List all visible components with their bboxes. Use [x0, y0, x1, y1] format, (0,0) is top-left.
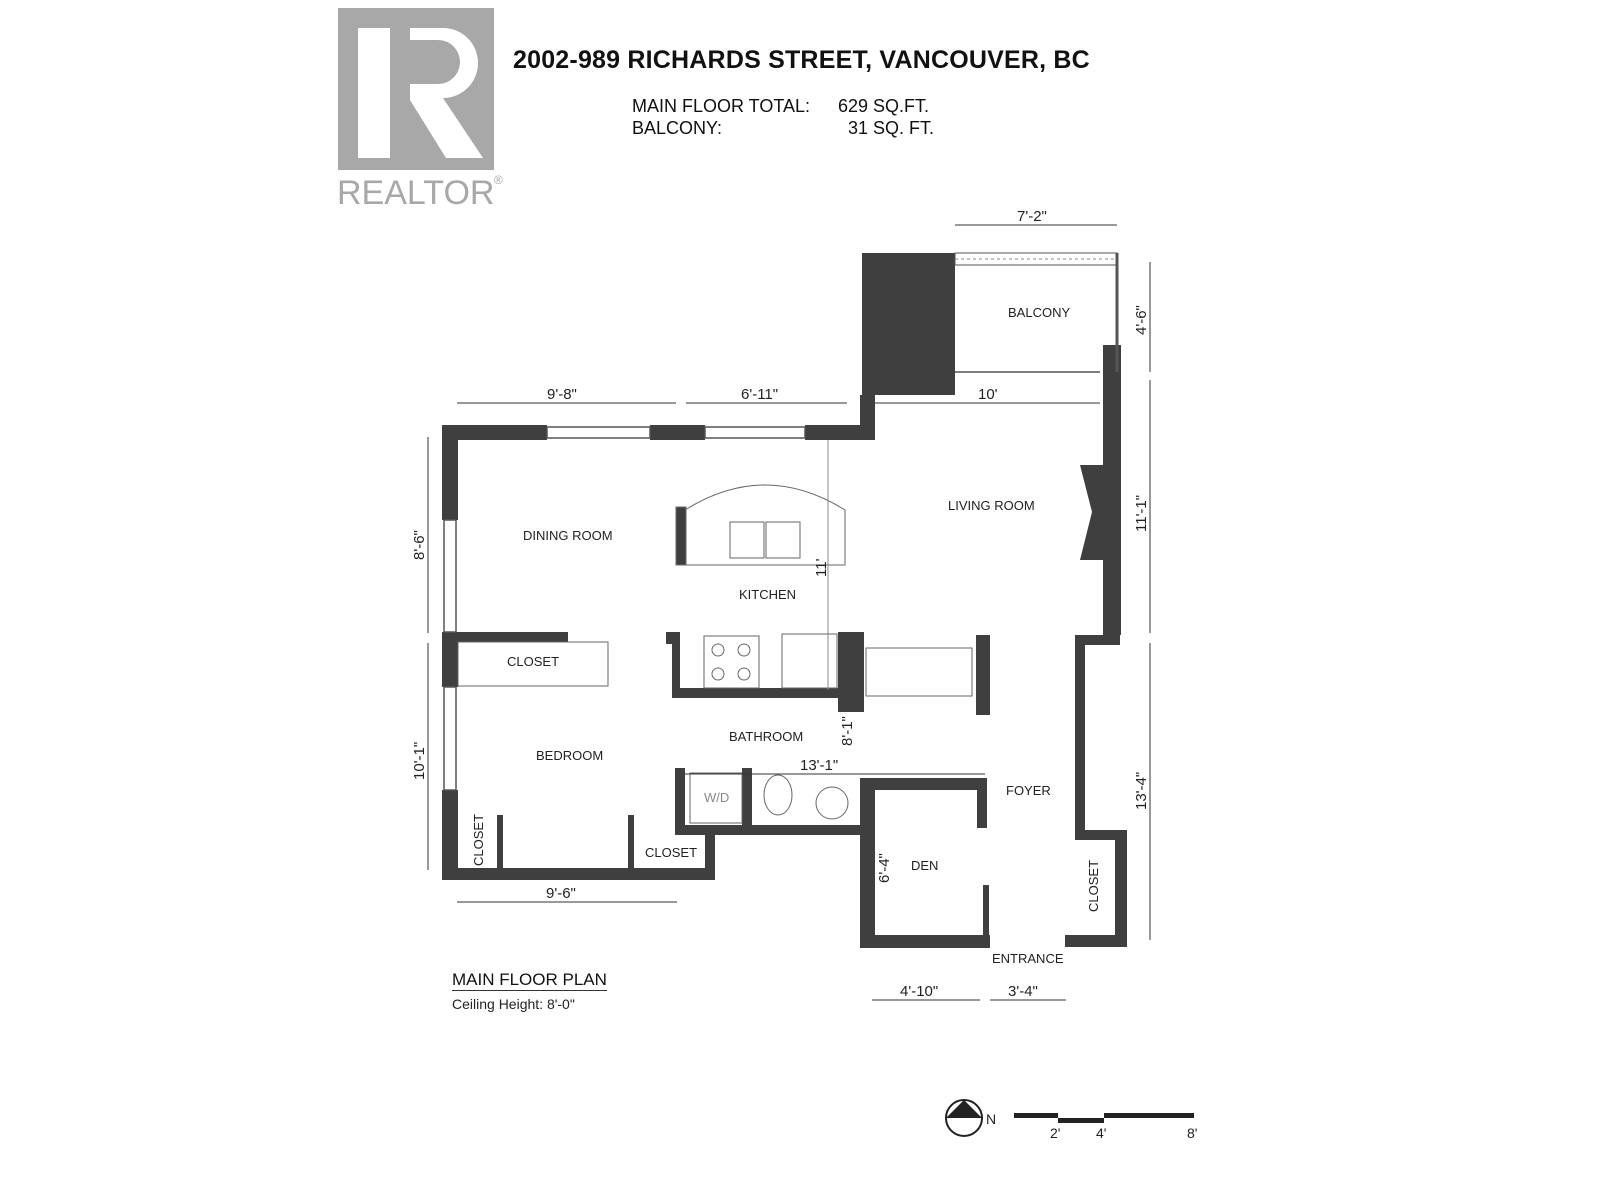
north-arrow-icon	[945, 1099, 983, 1137]
scale-tick-8: 8'	[1187, 1125, 1197, 1141]
property-address-title: 2002-989 RICHARDS STREET, VANCOUVER, BC	[513, 46, 1090, 74]
dim-balcony-depth: 4'-6"	[1133, 305, 1150, 335]
room-closet-bottom: CLOSET	[645, 845, 697, 860]
room-entrance: ENTRANCE	[992, 951, 1064, 966]
room-kitchen: KITCHEN	[739, 587, 796, 602]
room-dining: DINING ROOM	[523, 528, 613, 543]
room-foyer: FOYER	[1006, 783, 1051, 798]
dim-kitchen-depth: 11'	[813, 558, 830, 577]
dim-kitchen-top: 6'-11"	[741, 386, 778, 403]
dim-entry-width: 3'-4"	[1008, 983, 1038, 1000]
dim-foyer-depth: 13'-4"	[1133, 772, 1150, 810]
balcony-area-value: 31 SQ. FT.	[848, 118, 935, 138]
dim-bedroom-depth: 10'-1"	[411, 742, 428, 780]
realtor-logo-mark: REALTOR ®	[337, 8, 503, 212]
scale-tick-4: 4'	[1096, 1125, 1106, 1141]
main-floor-total-label: MAIN FLOOR TOTAL:	[632, 96, 811, 116]
room-bathroom: BATHROOM	[729, 729, 803, 744]
room-wd: W/D	[704, 790, 729, 805]
dim-living-depth: 11'-1"	[1133, 495, 1150, 532]
realtor-logo: REALTOR ®	[337, 8, 510, 212]
dimension-lines	[427, 224, 1151, 1001]
closet-outline	[457, 641, 609, 687]
scale-tick-2: 2'	[1050, 1125, 1060, 1141]
dim-dining-top: 9'-8"	[547, 386, 577, 403]
windows	[443, 371, 1100, 791]
scale-bar	[1014, 1113, 1194, 1123]
dim-bath-width: 13'-1"	[800, 757, 838, 774]
north-label: N	[986, 1111, 996, 1127]
balcony-area-label: BALCONY:	[632, 118, 723, 138]
ceiling-height: Ceiling Height: 8'-0"	[452, 996, 575, 1012]
room-living: LIVING ROOM	[948, 498, 1035, 513]
balcony	[954, 252, 1119, 372]
walls	[442, 253, 1127, 948]
room-closet-left: CLOSET	[471, 814, 486, 866]
room-balcony: BALCONY	[1008, 305, 1070, 320]
room-bedroom: BEDROOM	[536, 748, 603, 763]
main-floor-total-value: 629 SQ.FT.	[838, 96, 930, 116]
kitchen-fixtures	[675, 440, 973, 824]
room-den: DEN	[911, 858, 938, 873]
realtor-logo-text: REALTOR	[338, 174, 494, 208]
dim-bath-depth: 8'-1"	[839, 716, 856, 746]
dim-dining-depth: 8'-6"	[411, 530, 428, 560]
svg-text:®: ®	[494, 173, 503, 187]
dim-bedroom-width: 9'-6"	[546, 885, 576, 902]
dim-balcony-width: 7'-2"	[1017, 208, 1047, 225]
dim-living-width: 10'	[978, 386, 998, 403]
room-closet-entry: CLOSET	[1086, 860, 1101, 912]
dim-den-width: 4'-10"	[900, 983, 938, 1000]
plan-label: MAIN FLOOR PLAN	[452, 970, 607, 991]
dim-den-depth: 6'-4"	[876, 853, 893, 883]
room-closet-top: CLOSET	[507, 654, 559, 669]
